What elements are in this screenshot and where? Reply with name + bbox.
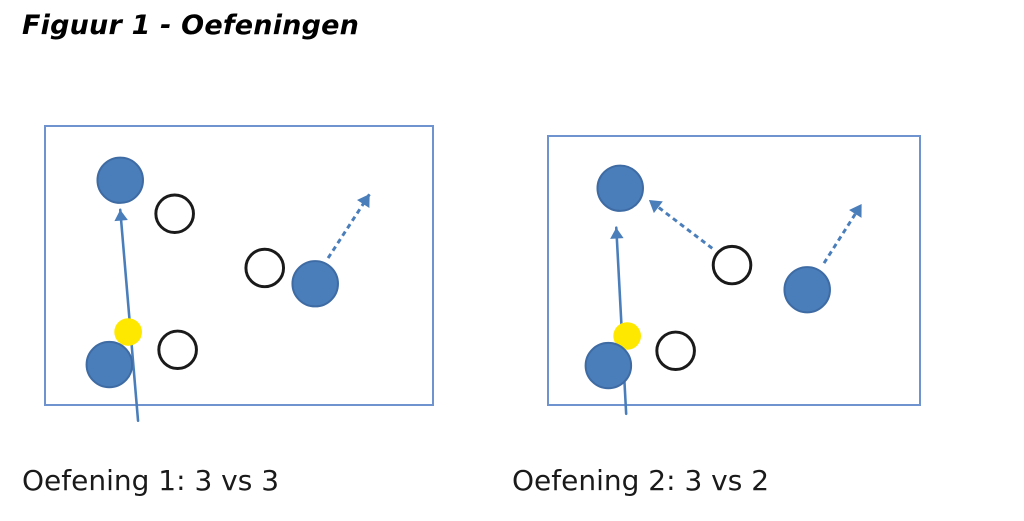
blue-player-bottom-left-icon: [85, 340, 134, 389]
pass-arrow-up-right: [326, 193, 371, 259]
white-player-center-icon: [711, 244, 753, 286]
diagram-graphics-oefening-2: [584, 164, 863, 416]
arrow-head-icon: [114, 209, 128, 222]
arrow-head-icon: [648, 200, 663, 214]
white-player-bottom-icon: [157, 329, 198, 370]
diagram-court-oefening-1: [44, 125, 434, 423]
caption-oefening-1: Oefening 1: 3 vs 3: [22, 464, 280, 497]
blue-player-top-left-icon: [596, 164, 644, 212]
blue-player-right-icon: [291, 260, 339, 308]
pass-arrow-up-left: [648, 198, 714, 250]
pass-arrow-up-right: [822, 203, 863, 264]
diagram-graphics-oefening-1: [85, 156, 371, 423]
arrow-head-icon: [849, 203, 862, 218]
page-title: Figuur 1 - Oefeningen: [22, 10, 360, 41]
white-player-upper-left-icon: [154, 193, 195, 234]
ball-icon: [613, 322, 642, 350]
ball-icon: [114, 318, 143, 346]
arrow-head-icon: [610, 227, 624, 239]
caption-oefening-2: Oefening 2: 3 vs 2: [512, 464, 770, 497]
blue-player-bottom-left-icon: [584, 341, 633, 390]
blue-player-top-left-icon: [96, 156, 144, 204]
run-arrow-up: [118, 208, 140, 423]
white-player-bottom-icon: [655, 330, 696, 371]
diagram-court-oefening-2: [547, 135, 921, 416]
arrow-head-icon: [357, 194, 370, 208]
white-player-center-icon: [244, 247, 286, 289]
blue-player-right-icon: [783, 266, 831, 314]
